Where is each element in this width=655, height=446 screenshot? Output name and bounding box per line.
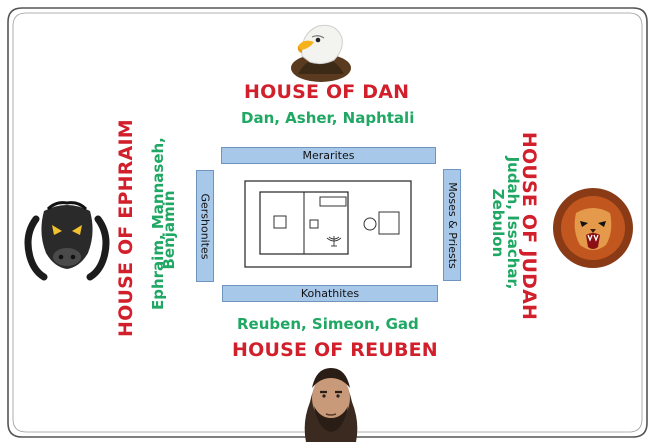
moses-and-priests-label: Moses & Priests bbox=[445, 181, 459, 269]
house-of-dan-title: HOUSE OF DAN bbox=[244, 81, 410, 103]
gershonites-label: Gershonites bbox=[198, 192, 212, 260]
house-of-ephraim-title: HOUSE OF EPHRAIM bbox=[115, 119, 137, 337]
laver-icon bbox=[363, 217, 377, 231]
house-of-reuben-tribes: Reuben, Simeon, Gad bbox=[237, 315, 419, 333]
ox-icon bbox=[22, 195, 112, 290]
incense-altar-icon bbox=[309, 219, 319, 229]
house-of-ephraim-tribes-line2: Benjamin bbox=[160, 190, 178, 270]
menorah-icon bbox=[326, 236, 342, 247]
eagle-icon bbox=[288, 16, 354, 82]
moses-and-priests-camp: Moses & Priests bbox=[443, 169, 461, 281]
altar-icon bbox=[378, 211, 400, 235]
gershonites-camp: Gershonites bbox=[196, 170, 214, 282]
kohathites-camp: Kohathites bbox=[222, 285, 438, 302]
man-face-icon bbox=[296, 362, 366, 442]
lion-icon bbox=[548, 183, 638, 273]
house-of-reuben-title: HOUSE OF REUBEN bbox=[232, 339, 438, 361]
table-icon bbox=[319, 196, 347, 207]
merarites-camp: Merarites bbox=[221, 147, 436, 164]
merarites-label: Merarites bbox=[302, 149, 355, 162]
house-of-judah-tribes-line2: Zebulon bbox=[489, 188, 507, 258]
ark-icon bbox=[273, 215, 287, 229]
kohathites-label: Kohathites bbox=[300, 287, 360, 300]
tabernacle-courtyard bbox=[244, 180, 412, 268]
house-of-dan-tribes: Dan, Asher, Naphtali bbox=[241, 109, 415, 127]
